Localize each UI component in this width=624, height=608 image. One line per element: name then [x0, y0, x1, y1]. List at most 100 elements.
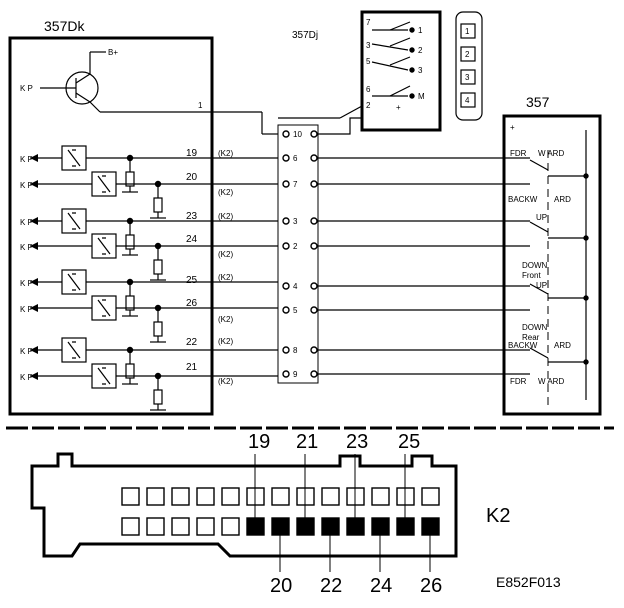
pin-terminal: [310, 306, 318, 314]
right-label-backw: BACKW: [508, 195, 538, 204]
pin-number: 10: [293, 130, 302, 139]
resistor: [153, 321, 163, 337]
connector-cavity: [146, 487, 165, 506]
mini-switch-key: [460, 92, 476, 108]
mini-switch-label: 1: [465, 27, 470, 36]
sensor-symbol-icon: [67, 149, 81, 167]
unit-357dk-box: [8, 36, 214, 416]
unit-357-label: 357: [526, 94, 550, 110]
pin-terminal: [282, 370, 290, 378]
right-label-up: UP: [536, 213, 547, 222]
mini-switch-label: 4: [465, 96, 470, 105]
right-label-front: Front: [522, 271, 541, 280]
transistor-pin-label: 1: [198, 101, 203, 110]
mini-switch-label: 3: [465, 73, 470, 82]
right-label-fdr: FDR: [510, 149, 527, 158]
connector-cavity: [271, 487, 290, 506]
pin-terminal: [282, 217, 290, 225]
left-wire-labels: K P K P K P K P K P K P K P K P 19 (K2) …: [20, 148, 233, 386]
row-input-label: K P: [20, 279, 33, 288]
sensor-symbol-icon: [97, 299, 111, 317]
pin-terminal: [310, 217, 318, 225]
row-input-label: K P: [20, 347, 33, 356]
switch-pin-left: 6: [366, 85, 371, 94]
connector-leaders: [254, 454, 431, 572]
connector-bottom-number: 20: [270, 575, 292, 597]
pin-terminal: [310, 282, 318, 290]
row-input-label: K P: [20, 305, 33, 314]
connector-pin-used: [321, 517, 340, 536]
right-label-ward: W ARD: [538, 149, 564, 158]
switch-pin-right: +: [396, 103, 401, 112]
connector-pin-used: [421, 517, 440, 536]
pin-terminal: [282, 282, 290, 290]
pin-terminal: [282, 306, 290, 314]
connector-ref: (K2): [218, 337, 233, 346]
connector-ref: (K2): [218, 250, 233, 259]
sensor-symbol-icon: [97, 237, 111, 255]
connector-ref: (K2): [218, 149, 233, 158]
wire-line: [318, 117, 362, 135]
switch-pin-right: M: [418, 92, 425, 101]
switch-pin-right: 1: [418, 26, 423, 35]
wire-number: 19: [186, 148, 198, 159]
connector-cavity: [221, 517, 240, 536]
switch-box: [360, 10, 442, 132]
connector-k2-outline: [30, 452, 458, 558]
connector-cavity: [421, 487, 440, 506]
resistor: [153, 389, 163, 405]
connector-bottom-number: 24: [370, 575, 392, 597]
connector-pin-used: [271, 517, 290, 536]
connector-pin-used: [296, 517, 315, 536]
row-input-label: K P: [20, 373, 33, 382]
mini-switch-legend: [455, 11, 483, 121]
right-plus-label: +: [510, 123, 515, 132]
connector-cavity: [371, 487, 390, 506]
arrow-head-icon: [30, 278, 38, 286]
pin-number: 2: [293, 242, 298, 251]
sensor-symbol-icon: [67, 273, 81, 291]
wire-number: 24: [186, 234, 198, 245]
connector-cavity: [146, 517, 165, 536]
pin-terminal: [282, 180, 290, 188]
row-input-label: K P: [20, 243, 33, 252]
wire-number: 26: [186, 298, 198, 309]
wire-number: 25: [186, 275, 198, 286]
connector-k2-label: K2: [486, 505, 510, 527]
resistor: [153, 197, 163, 213]
row-input-label: K P: [20, 181, 33, 190]
pin-terminal: [282, 154, 290, 162]
wire-number: 21: [186, 362, 198, 373]
unit-357dj-label: 357Dj: [292, 30, 318, 41]
pin-terminal: [282, 130, 290, 138]
pin-number: 6: [293, 154, 298, 163]
sensor-symbol-icon: [97, 175, 111, 193]
connector-cavity: [196, 517, 215, 536]
right-label-up: UP: [536, 281, 547, 290]
sensor-symbol-icon: [67, 212, 81, 230]
connector-top-number: 21: [296, 431, 318, 453]
pin-number: 9: [293, 370, 298, 379]
switch-contacts: [278, 21, 415, 119]
arrow-head-icon: [30, 346, 38, 354]
connector-cavity: [171, 517, 190, 536]
mini-switch-key: [460, 69, 476, 85]
pin-number: 8: [293, 346, 298, 355]
connector-pin-used: [396, 517, 415, 536]
pin-terminal: [310, 154, 318, 162]
switch-pin-left: 7: [366, 18, 371, 27]
connector-cavity: [221, 487, 240, 506]
connector-cavity: [171, 487, 190, 506]
right-label-ard: ARD: [554, 341, 571, 350]
mini-switch-key: [460, 46, 476, 62]
right-label-backw: BACKW: [508, 341, 538, 350]
pin-terminal: [310, 180, 318, 188]
mini-switch-key: [460, 23, 476, 39]
row-input-label: K P: [20, 155, 33, 164]
pin-number: 5: [293, 306, 298, 315]
connector-pin-used: [371, 517, 390, 536]
resistor: [125, 234, 135, 250]
resistor: [153, 259, 163, 275]
